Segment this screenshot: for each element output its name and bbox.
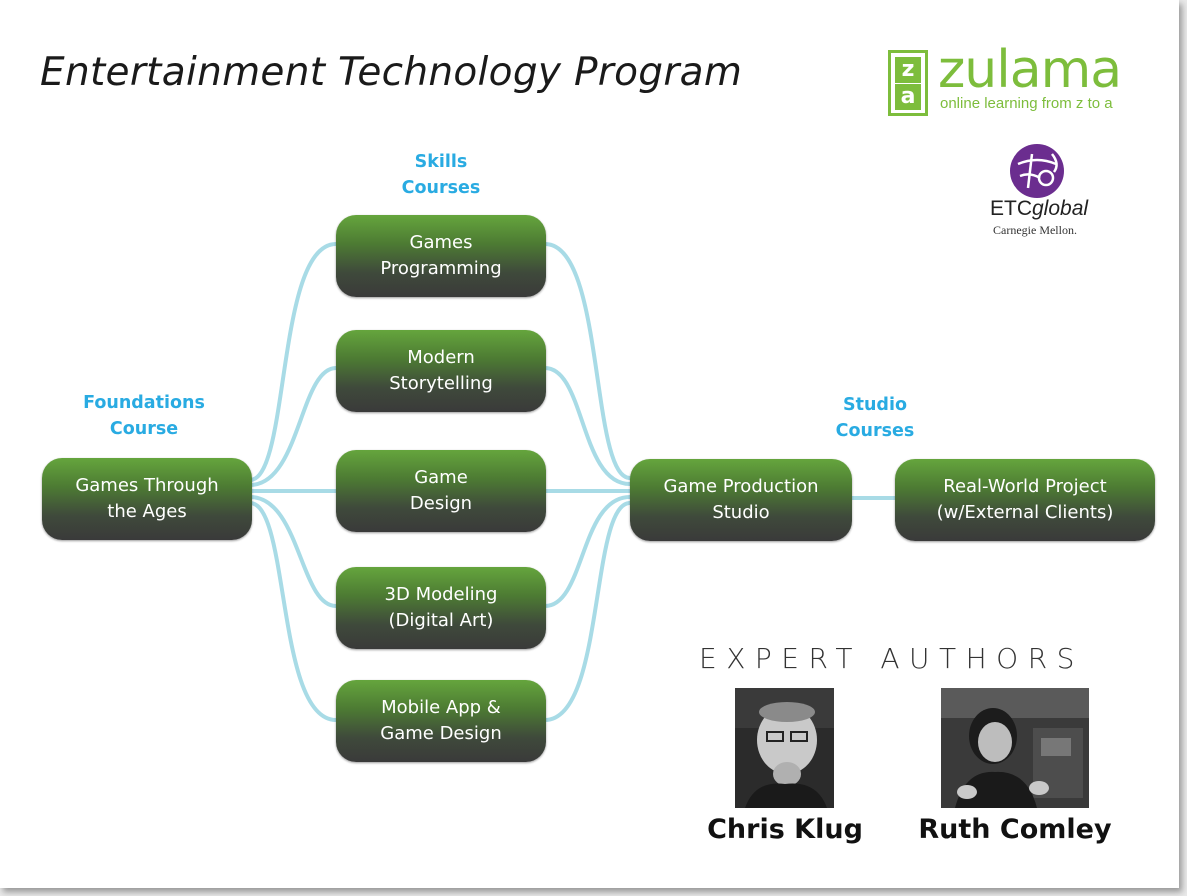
connector-mobile-studio — [543, 501, 632, 722]
etc-word-italic: global — [1032, 197, 1089, 220]
etc-wordmark: ETCglobal — [990, 197, 1088, 221]
connector-storytelling-studio — [543, 366, 632, 486]
page-title: Entertainment Technology Program — [40, 50, 743, 95]
course-games-programming[interactable]: Games Programming — [336, 215, 546, 297]
connector-foundations-mobile — [248, 501, 338, 722]
course-label: Modern Storytelling — [389, 347, 493, 394]
course-label: Games Programming — [380, 232, 502, 279]
zulama-mark-bottom-letter: a — [895, 84, 921, 110]
connector-modeling-studio — [543, 495, 632, 608]
etc-word-regular: ETC — [990, 197, 1032, 220]
course-label: Games Through the Ages — [75, 475, 219, 522]
portrait-icon — [941, 688, 1089, 808]
zulama-mark-top-letter: z — [895, 57, 921, 83]
author-name-chris-klug: Chris Klug — [707, 814, 863, 845]
author-photo-ruth-comley — [941, 688, 1089, 808]
zulama-tagline: online learning from z to a — [940, 95, 1113, 112]
author-name-ruth-comley: Ruth Comley — [918, 814, 1112, 845]
zulama-logo-mark: z a — [888, 50, 928, 116]
course-label: Mobile App & Game Design — [380, 697, 502, 744]
connector-foundations-storytelling — [248, 366, 338, 487]
portrait-icon — [735, 688, 834, 808]
course-label: Real-World Project (w/External Clients) — [936, 476, 1114, 523]
author-photo-chris-klug — [735, 688, 834, 808]
course-label: Game Design — [409, 467, 473, 514]
etc-carnegie-mellon: Carnegie Mellon. — [993, 223, 1077, 237]
course-mobile-app-game-design[interactable]: Mobile App & Game Design — [336, 680, 546, 762]
expert-authors-heading: EXPERT AUTHORS — [699, 642, 1084, 675]
course-label: Game Production Studio — [663, 476, 819, 523]
connector-programming-studio — [543, 242, 632, 480]
course-modern-storytelling[interactable]: Modern Storytelling — [336, 330, 546, 412]
course-game-design[interactable]: Game Design — [336, 450, 546, 532]
category-studio: Studio Courses — [835, 395, 915, 441]
connector-foundations-programming — [248, 242, 338, 482]
category-foundations: Foundations Course — [83, 393, 205, 439]
course-game-production-studio[interactable]: Game Production Studio — [630, 459, 852, 541]
connector-foundations-modeling — [248, 495, 338, 608]
etc-globe-icon — [1010, 144, 1064, 198]
course-label: 3D Modeling (Digital Art) — [384, 584, 498, 631]
zulama-wordmark: zulama — [938, 40, 1122, 100]
course-3d-modeling[interactable]: 3D Modeling (Digital Art) — [336, 567, 546, 649]
course-games-through-the-ages[interactable]: Games Through the Ages — [42, 458, 252, 540]
category-skills: Skills Courses — [401, 152, 481, 198]
course-real-world-project[interactable]: Real-World Project (w/External Clients) — [895, 459, 1155, 541]
